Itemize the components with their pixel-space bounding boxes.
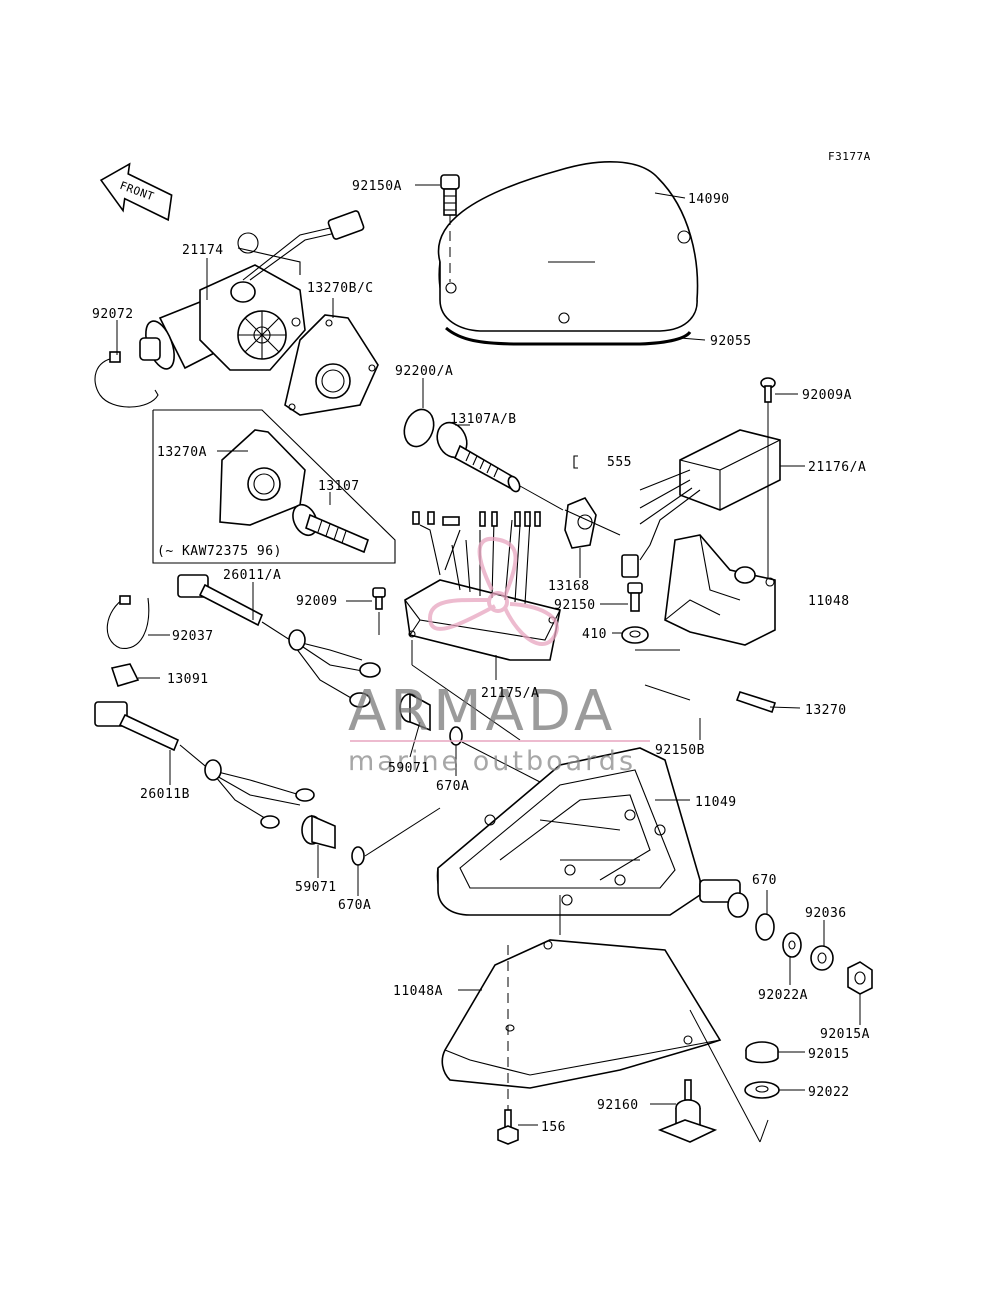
washer-92022A-icon: [782, 932, 802, 958]
label-11048: 11048: [808, 594, 850, 609]
oring-670-icon: [755, 913, 775, 941]
label-26011B: 26011B: [140, 787, 190, 802]
label-21175A: 21175/A: [481, 686, 539, 701]
seal-92055-icon: [445, 326, 692, 346]
nut-13168-icon: [564, 497, 597, 549]
label-92160: 92160: [597, 1098, 639, 1113]
nut-92015A-icon: [847, 961, 873, 995]
strap-13270-icon: [735, 691, 777, 714]
plug-59071-upper-icon: [399, 692, 431, 732]
shaft-13107AB-icon: [436, 421, 521, 493]
plate-11048A-icon: [441, 939, 722, 1089]
collar-92036-icon: [810, 945, 834, 971]
leader-lines: [116, 184, 861, 1126]
bolt-156-icon: [497, 1109, 519, 1145]
bolt-92150-icon: [627, 582, 643, 612]
label-92200A: 92200/A: [395, 364, 453, 379]
motor-21174-icon: [139, 210, 365, 371]
screw-92009-icon: [372, 587, 386, 610]
bracket-11048-icon: [664, 534, 776, 646]
oring-92200A-icon: [403, 408, 435, 448]
propeller-logo-icon: [427, 536, 559, 647]
harness-26011B-icon: [94, 701, 315, 829]
box-21176A-icon: [621, 429, 781, 578]
control-box-21175A-icon: [404, 511, 561, 661]
clip-13091-icon: [110, 663, 140, 687]
label-13270BC: 13270B/C: [307, 281, 374, 296]
label-11048A: 11048A: [393, 984, 443, 999]
cover-14090-icon: [437, 161, 699, 332]
label-13270A: 13270A: [157, 445, 207, 460]
label-92036: 92036: [805, 906, 847, 921]
label-92150B: 92150B: [655, 743, 705, 758]
mount-92160-icon: [657, 1079, 718, 1143]
screw-92009A-icon: [760, 377, 776, 403]
label-410: 410: [582, 627, 607, 642]
label-14090: 14090: [688, 192, 730, 207]
label-670A-lower: 670A: [338, 898, 371, 913]
label-92009A: 92009A: [802, 388, 852, 403]
label-59071-lower: 59071: [295, 880, 337, 895]
label-92037: 92037: [172, 629, 214, 644]
part-labels: 92150A 14090 92055 21174 92072 13270B/C …: [92, 179, 870, 1135]
label-670: 670: [752, 873, 777, 888]
label-92072: 92072: [92, 307, 134, 322]
label-92015A: 92015A: [820, 1027, 870, 1042]
label-13107: 13107: [318, 479, 360, 494]
bolt-92150A-icon: [440, 174, 460, 216]
label-555: 555: [607, 455, 632, 470]
clamp-92037-icon: [106, 597, 150, 649]
gasket-13270BC-icon: [284, 314, 379, 416]
label-11049: 11049: [695, 795, 737, 810]
armada-watermark: ARMADA marine outboards: [348, 536, 650, 777]
inset-box: [152, 409, 396, 564]
label-26011A: 26011/A: [223, 568, 281, 583]
label-92150: 92150: [554, 598, 596, 613]
washer-410-icon: [621, 626, 649, 644]
clamp-92072-icon: [94, 357, 159, 408]
housing-11049-icon: [436, 747, 749, 918]
watermark-brand: ARMADA: [348, 679, 616, 744]
label-21174: 21174: [182, 243, 224, 258]
label-670A-upper: 670A: [436, 779, 469, 794]
label-13091: 13091: [167, 672, 209, 687]
label-92150A: 92150A: [352, 179, 402, 194]
label-92055: 92055: [710, 334, 752, 349]
oring-670A-lower-icon: [351, 846, 365, 866]
inset-note: (~ KAW72375 96): [157, 544, 282, 559]
label-156: 156: [541, 1120, 566, 1135]
label-92022: 92022: [808, 1085, 850, 1100]
figure-code: F3177A: [828, 150, 871, 163]
label-92015: 92015: [808, 1047, 850, 1062]
front-arrow-icon: FRONT: [99, 162, 173, 222]
plug-59071-lower-icon: [301, 814, 336, 850]
nut-92015-icon: [745, 1041, 779, 1064]
label-13168: 13168: [548, 579, 590, 594]
label-59071-upper: 59071: [388, 761, 430, 776]
label-13270: 13270: [805, 703, 847, 718]
label-13107AB: 13107A/B: [450, 412, 517, 427]
label-92022A: 92022A: [758, 988, 808, 1003]
harness-26011A-icon: [177, 574, 381, 708]
label-92009: 92009: [296, 594, 338, 609]
watermark-tagline: marine outboards: [348, 746, 636, 777]
label-21176A: 21176/A: [808, 460, 866, 475]
washer-92022-icon: [744, 1081, 780, 1099]
